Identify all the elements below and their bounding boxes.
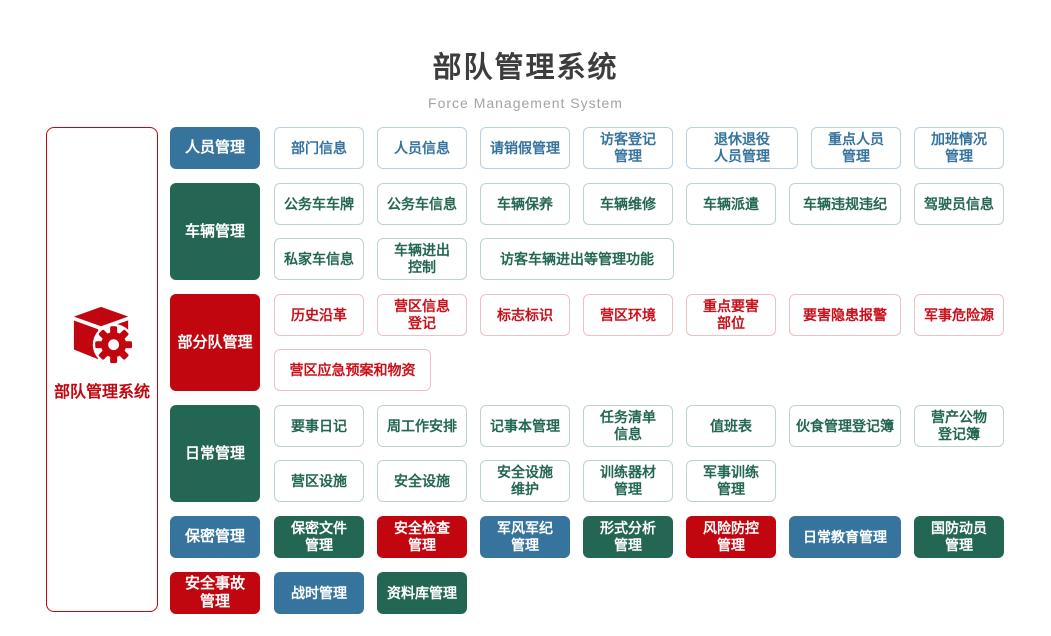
module-box[interactable]: 军事危险源 xyxy=(914,294,1004,336)
module-subrows: 部门信息人员信息请销假管理访客登记 管理退休退役 人员管理重点人员 管理加班情况… xyxy=(274,127,1004,169)
module-box[interactable]: 安全检查 管理 xyxy=(377,516,467,558)
module-box[interactable]: 车辆维修 xyxy=(583,183,673,225)
module-box[interactable]: 安全设施 xyxy=(377,460,467,502)
module-box[interactable]: 公务车车牌 xyxy=(274,183,364,225)
module-subrow: 公务车车牌公务车信息车辆保养车辆维修车辆派遣车辆违规违纪驾驶员信息 xyxy=(274,183,1004,225)
module-box[interactable]: 军事训练 管理 xyxy=(686,460,776,502)
module-subrow: 私家车信息车辆进出 控制访客车辆进出等管理功能 xyxy=(274,238,1004,280)
module-subrow: 保密文件 管理安全检查 管理军风军纪 管理形式分析 管理风险防控 管理日常教育管… xyxy=(274,516,1004,558)
module-subrows: 历史沿革营区信息 登记标志标识营区环境重点要害 部位要害隐患报警军事危险源营区应… xyxy=(274,294,1004,391)
module-box[interactable]: 驾驶员信息 xyxy=(914,183,1004,225)
category-box[interactable]: 日常管理 xyxy=(170,405,260,502)
module-box[interactable]: 资料库管理 xyxy=(377,572,467,614)
module-row-2: 车辆管理公务车车牌公务车信息车辆保养车辆维修车辆派遣车辆违规违纪驾驶员信息私家车… xyxy=(170,183,1004,280)
module-box[interactable]: 军风军纪 管理 xyxy=(480,516,570,558)
module-row-3: 部分队管理历史沿革营区信息 登记标志标识营区环境重点要害 部位要害隐患报警军事危… xyxy=(170,294,1004,391)
category-box[interactable]: 部分队管理 xyxy=(170,294,260,391)
module-box[interactable]: 加班情况 管理 xyxy=(914,127,1004,169)
module-box[interactable]: 重点要害 部位 xyxy=(686,294,776,336)
module-box[interactable]: 历史沿革 xyxy=(274,294,364,336)
module-subrow: 战时管理资料库管理 xyxy=(274,572,467,614)
module-subrows: 要事日记周工作安排记事本管理任务清单 信息值班表伙食管理登记簿营产公物 登记簿营… xyxy=(274,405,1004,502)
module-box[interactable]: 人员信息 xyxy=(377,127,467,169)
module-box[interactable]: 私家车信息 xyxy=(274,238,364,280)
category-box[interactable]: 安全事故 管理 xyxy=(170,572,260,614)
module-subrow: 要事日记周工作安排记事本管理任务清单 信息值班表伙食管理登记簿营产公物 登记簿 xyxy=(274,405,1004,447)
module-box[interactable]: 访客车辆进出等管理功能 xyxy=(480,238,674,280)
module-box[interactable]: 重点人员 管理 xyxy=(811,127,901,169)
module-box[interactable]: 退休退役 人员管理 xyxy=(686,127,798,169)
module-box[interactable]: 部门信息 xyxy=(274,127,364,169)
module-box[interactable]: 形式分析 管理 xyxy=(583,516,673,558)
module-subrows: 战时管理资料库管理 xyxy=(274,572,467,614)
module-subrows: 公务车车牌公务车信息车辆保养车辆维修车辆派遣车辆违规违纪驾驶员信息私家车信息车辆… xyxy=(274,183,1004,280)
module-box[interactable]: 周工作安排 xyxy=(377,405,467,447)
module-box[interactable]: 要害隐患报警 xyxy=(789,294,901,336)
module-box[interactable]: 营区应急预案和物资 xyxy=(274,349,431,391)
system-root-label: 部队管理系统 xyxy=(53,383,150,401)
module-subrow: 历史沿革营区信息 登记标志标识营区环境重点要害 部位要害隐患报警军事危险源 xyxy=(274,294,1004,336)
module-subrow: 营区设施安全设施安全设施 维护训练器材 管理军事训练 管理 xyxy=(274,460,1004,502)
module-subrow: 营区应急预案和物资 xyxy=(274,349,1004,391)
module-box[interactable]: 营区环境 xyxy=(583,294,673,336)
module-row-1: 人员管理部门信息人员信息请销假管理访客登记 管理退休退役 人员管理重点人员 管理… xyxy=(170,127,1004,169)
category-box[interactable]: 车辆管理 xyxy=(170,183,260,280)
system-root-node[interactable]: 部队管理系统 xyxy=(46,127,158,612)
module-box[interactable]: 公务车信息 xyxy=(377,183,467,225)
module-box[interactable]: 营产公物 登记簿 xyxy=(914,405,1004,447)
page-header: 部队管理系统 Force Management System xyxy=(0,44,1051,111)
module-box[interactable]: 车辆进出 控制 xyxy=(377,238,467,280)
module-box[interactable]: 保密文件 管理 xyxy=(274,516,364,558)
module-subrow: 部门信息人员信息请销假管理访客登记 管理退休退役 人员管理重点人员 管理加班情况… xyxy=(274,127,1004,169)
module-box[interactable]: 战时管理 xyxy=(274,572,364,614)
module-box[interactable]: 访客登记 管理 xyxy=(583,127,673,169)
module-box[interactable]: 任务清单 信息 xyxy=(583,405,673,447)
module-box[interactable]: 国防动员 管理 xyxy=(914,516,1004,558)
module-box[interactable]: 营区信息 登记 xyxy=(377,294,467,336)
category-box[interactable]: 人员管理 xyxy=(170,127,260,169)
module-row-5: 保密管理保密文件 管理安全检查 管理军风军纪 管理形式分析 管理风险防控 管理日… xyxy=(170,516,1004,558)
module-box[interactable]: 训练器材 管理 xyxy=(583,460,673,502)
module-box[interactable]: 安全设施 维护 xyxy=(480,460,570,502)
category-box[interactable]: 保密管理 xyxy=(170,516,260,558)
module-box[interactable]: 风险防控 管理 xyxy=(686,516,776,558)
module-box[interactable]: 车辆派遣 xyxy=(686,183,776,225)
module-box[interactable]: 车辆保养 xyxy=(480,183,570,225)
page-subtitle: Force Management System xyxy=(428,95,623,111)
module-rows: 人员管理部门信息人员信息请销假管理访客登记 管理退休退役 人员管理重点人员 管理… xyxy=(170,127,1004,614)
module-box[interactable]: 标志标识 xyxy=(480,294,570,336)
module-box[interactable]: 记事本管理 xyxy=(480,405,570,447)
module-box[interactable]: 车辆违规违纪 xyxy=(789,183,901,225)
page-title: 部队管理系统 xyxy=(432,52,619,84)
module-row-6: 安全事故 管理战时管理资料库管理 xyxy=(170,572,1004,614)
module-box[interactable]: 伙食管理登记簿 xyxy=(789,405,901,447)
module-box[interactable]: 请销假管理 xyxy=(480,127,570,169)
module-box[interactable]: 值班表 xyxy=(686,405,776,447)
module-box[interactable]: 日常教育管理 xyxy=(789,516,901,558)
module-box[interactable]: 要事日记 xyxy=(274,405,364,447)
module-row-4: 日常管理要事日记周工作安排记事本管理任务清单 信息值班表伙食管理登记簿营产公物 … xyxy=(170,405,1004,502)
module-box[interactable]: 营区设施 xyxy=(274,460,364,502)
cube-gear-icon xyxy=(73,306,133,366)
module-subrows: 保密文件 管理安全检查 管理军风军纪 管理形式分析 管理风险防控 管理日常教育管… xyxy=(274,516,1004,558)
